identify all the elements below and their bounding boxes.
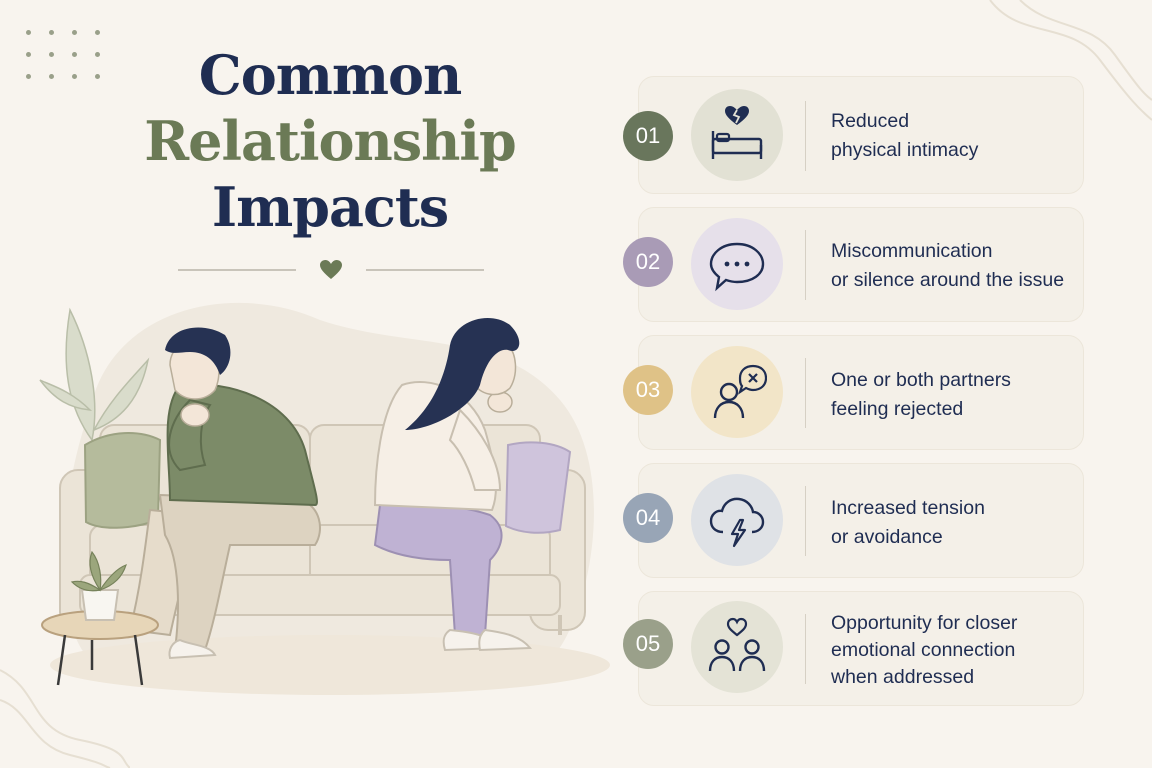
card-text-line: or avoidance	[831, 526, 943, 548]
impact-card-1-text: Reduced physical intimacy	[831, 107, 1075, 165]
card-text-line: feeling rejected	[831, 398, 964, 420]
title-line-3: Impacts	[211, 175, 449, 239]
card-text-line: One or both partners	[831, 369, 1011, 391]
impact-card-3-text: One or both partners feeling rejected	[831, 366, 1075, 424]
card-text-line: Miscommunication	[831, 240, 993, 262]
title-line-1: Common	[198, 43, 463, 107]
title-divider-right	[366, 269, 484, 271]
card-text-line: when addressed	[831, 666, 975, 688]
card-text-line: Opportunity for closer	[831, 612, 1018, 634]
card-text-line: physical intimacy	[831, 139, 979, 161]
card-separator	[805, 101, 806, 171]
card-text-line: Increased tension	[831, 497, 985, 519]
storm-cloud-icon	[709, 497, 765, 548]
item-number-badge: 03	[623, 365, 673, 415]
card-separator	[805, 230, 806, 300]
impact-card-2: 02 Miscommunication or silence around th…	[623, 207, 1084, 322]
rejected-person-icon	[713, 364, 767, 419]
impact-card-4: 04 Increased tension or avoidance	[623, 463, 1084, 578]
item-number-badge: 02	[623, 237, 673, 287]
icon-circle	[691, 218, 783, 310]
item-number-badge: 01	[623, 111, 673, 161]
decorative-swirl-top	[989, 0, 1152, 121]
icon-circle	[691, 474, 783, 566]
decorative-dot-grid	[26, 30, 106, 82]
impact-card-5-text: Opportunity for closer emotional connect…	[831, 610, 1075, 691]
impact-card-2-text: Miscommunication or silence around the i…	[831, 237, 1075, 295]
card-text-line: Reduced	[831, 110, 910, 132]
couple-on-sofa-illustration	[39, 302, 610, 695]
title-line-2: Relationship	[144, 109, 516, 173]
card-separator	[805, 486, 806, 556]
icon-circle	[691, 346, 783, 438]
impact-card-5: 05 Opportunity for closer emotional conn…	[623, 591, 1084, 706]
page-title: Common Relationship Impacts	[110, 42, 550, 240]
title-divider-left	[178, 269, 296, 271]
card-text-line: emotional connection	[831, 639, 1016, 661]
item-number-badge: 04	[623, 493, 673, 543]
impact-card-1: 01 Reduced physical intimacy	[623, 76, 1084, 194]
couple-heart-icon	[708, 617, 766, 672]
icon-circle	[691, 89, 783, 181]
heart-icon	[320, 260, 342, 279]
card-separator	[805, 614, 806, 684]
card-text-line: or silence around the issue	[831, 269, 1065, 291]
icon-circle	[691, 601, 783, 693]
card-separator	[805, 358, 806, 428]
impact-card-4-text: Increased tension or avoidance	[831, 494, 1075, 552]
item-number-badge: 05	[623, 619, 673, 669]
impact-card-3: 03 One or both partners feeling rejected	[623, 335, 1084, 450]
decorative-swirl-bottom	[0, 669, 130, 768]
broken-heart-bed-icon	[711, 106, 763, 159]
speech-bubble-icon	[709, 242, 765, 292]
